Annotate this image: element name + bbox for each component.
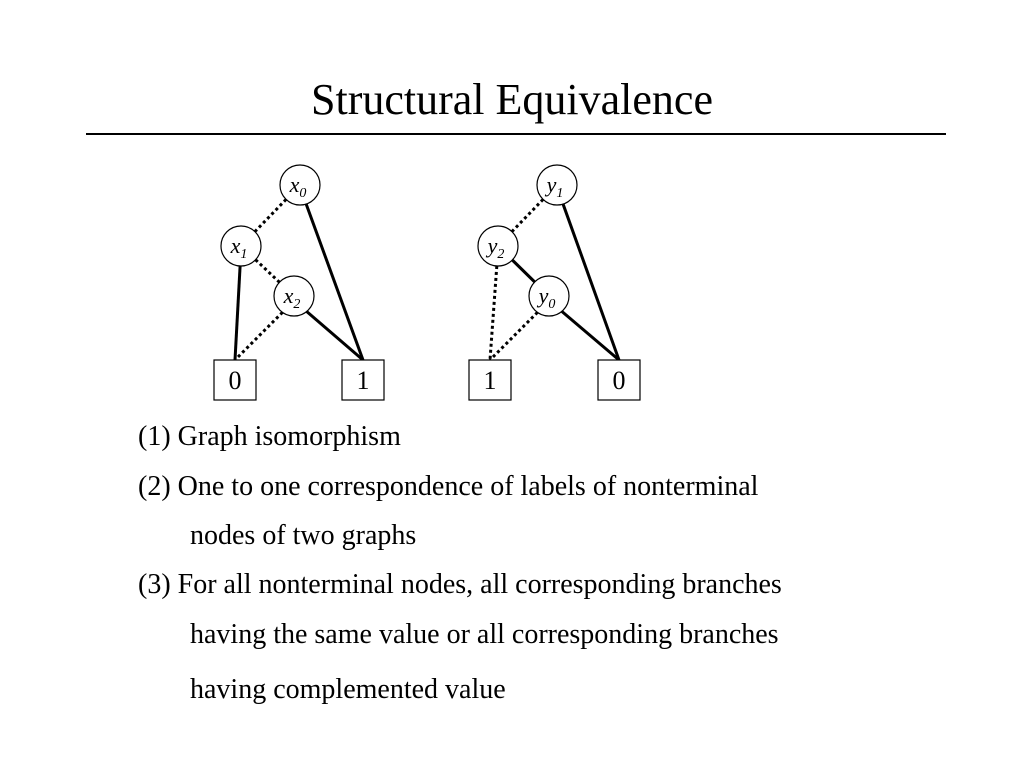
left-terminal-t0: 0 <box>213 359 257 401</box>
slide-title: Structural Equivalence <box>311 75 713 124</box>
title-divider <box>86 133 946 135</box>
left-edge-x0-x1-dotted <box>253 198 288 233</box>
left-terminal-label-t1: 1 <box>357 366 370 395</box>
left-node-x0: x0 <box>279 164 321 206</box>
right-terminal-label-u0: 0 <box>613 366 626 395</box>
left-edge-x2-t0-dotted <box>233 311 284 362</box>
right-terminal-u0: 0 <box>597 359 641 401</box>
right-terminal-u1: 1 <box>468 359 512 401</box>
edges-layer <box>233 198 621 362</box>
left-edge-x1-x2-dotted <box>254 258 281 284</box>
condition-2-line-2: nodes of two graphs <box>190 520 417 551</box>
condition-2-line-1: (2) One to one correspondence of labels … <box>138 471 759 502</box>
condition-1: (1) Graph isomorphism <box>138 421 401 452</box>
right-node-y0: y0 <box>528 275 570 317</box>
right-terminal-label-u1: 1 <box>484 366 497 395</box>
condition-3-line-2: having the same value or all correspondi… <box>190 619 779 650</box>
left-terminal-label-t0: 0 <box>229 366 242 395</box>
right-edge-y1-u0-solid <box>561 203 621 361</box>
right-node-y2: y2 <box>477 225 519 267</box>
condition-3-line-3: having complemented value <box>190 674 506 705</box>
left-edge-x0-t1-solid <box>304 203 365 361</box>
right-edge-y2-u1-dotted <box>488 265 499 361</box>
right-edge-y2-y0-solid <box>511 258 536 284</box>
left-terminal-t1: 1 <box>341 359 385 401</box>
right-node-y1: y1 <box>536 164 578 206</box>
left-node-x2: x2 <box>273 275 315 317</box>
left-node-x1: x1 <box>220 225 262 267</box>
left-edge-x1-t0-solid <box>233 265 242 361</box>
condition-3-line-1: (3) For all nonterminal nodes, all corre… <box>138 569 782 600</box>
left-edge-x2-t1-solid <box>305 310 364 362</box>
right-edge-y1-y2-dotted <box>510 198 545 233</box>
right-edge-y0-u1-dotted <box>488 311 539 362</box>
right-edge-y0-u0-solid <box>560 310 620 362</box>
